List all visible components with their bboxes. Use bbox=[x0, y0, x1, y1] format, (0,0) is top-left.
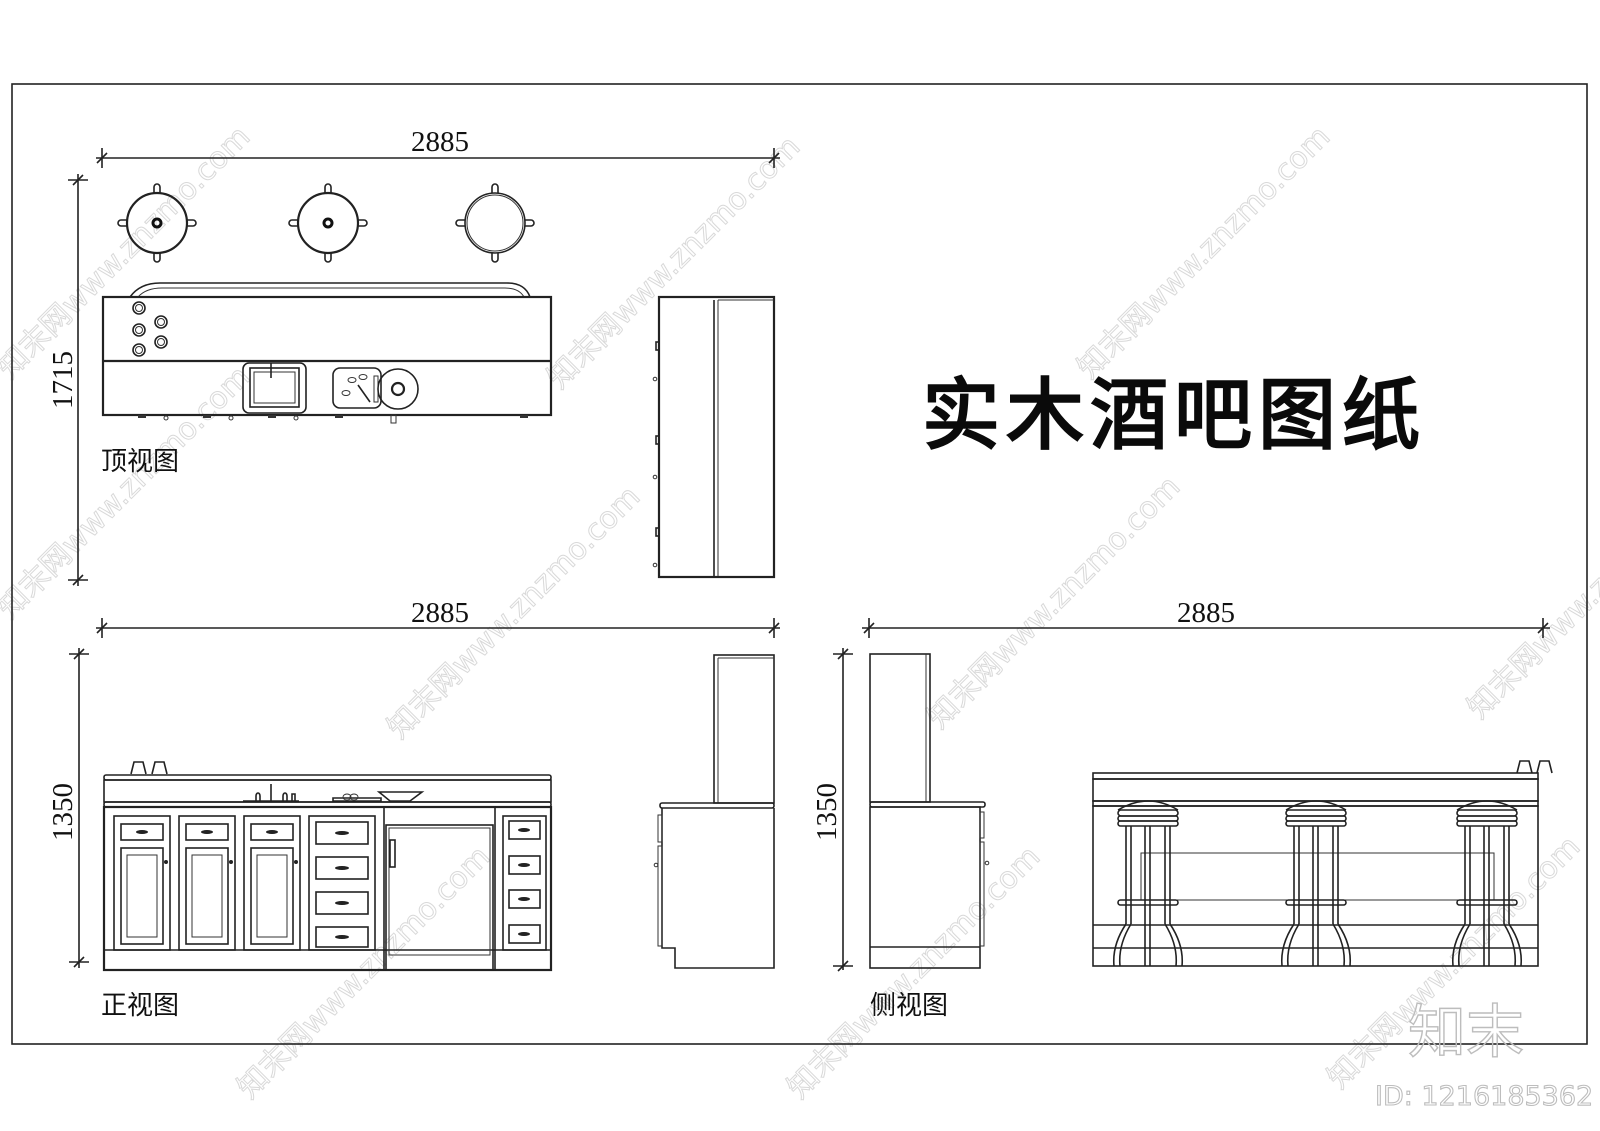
stool-side-3 bbox=[1451, 800, 1523, 967]
feet bbox=[138, 415, 528, 421]
svg-text:知末网www.znzmo.com: 知末网www.znzmo.com bbox=[541, 129, 807, 395]
front-width-dimension: 2885 bbox=[96, 597, 780, 638]
svg-text:知末网www.znzmo.com: 知末网www.znzmo.com bbox=[921, 469, 1187, 735]
side-view: 2885 1350 bbox=[811, 597, 1553, 1021]
svg-text:知末网www.znzmo.com: 知末网www.znzmo.com bbox=[0, 359, 257, 625]
svg-text:知末网www.znzmo.com: 知末网www.znzmo.com bbox=[1071, 119, 1337, 385]
svg-text:1350: 1350 bbox=[47, 783, 79, 841]
watermark-pattern: 知末网www.znzmo.com 知末网www.znzmo.com 知末网www… bbox=[0, 119, 1600, 1106]
watermark-id: ID: 1216185362 bbox=[1375, 1081, 1593, 1112]
svg-text:侧视图: 侧视图 bbox=[870, 991, 948, 1021]
stool-top-1 bbox=[117, 183, 197, 263]
top-width-dimension: 2885 bbox=[96, 126, 780, 168]
stool-top-2 bbox=[288, 183, 368, 263]
svg-text:2885: 2885 bbox=[1177, 597, 1235, 629]
stool-top-3 bbox=[455, 183, 535, 263]
svg-text:2885: 2885 bbox=[411, 126, 469, 158]
front-side-elevation bbox=[653, 654, 775, 969]
side-height-dimension: 1350 bbox=[811, 648, 853, 972]
counter-top bbox=[101, 295, 553, 417]
stool-side-2 bbox=[1280, 800, 1352, 967]
top-view: 2885 1715 bbox=[47, 126, 780, 586]
drawing-frame bbox=[11, 83, 1588, 1045]
svg-text:顶视图: 顶视图 bbox=[101, 447, 179, 477]
top-depth-dimension: 1715 bbox=[47, 174, 88, 586]
svg-text:知末网www.znzmo.com: 知末网www.znzmo.com bbox=[0, 119, 257, 385]
foot-rail bbox=[129, 282, 531, 298]
top-side-elevation bbox=[652, 295, 776, 579]
cutting-board-top bbox=[332, 367, 419, 424]
side-width-dimension: 2885 bbox=[862, 597, 1550, 638]
svg-text:知末网www.znzmo.com: 知末网www.znzmo.com bbox=[781, 839, 1047, 1105]
drawing-title: 实木酒吧图纸 bbox=[922, 370, 1426, 461]
cabinet-doors bbox=[113, 806, 547, 971]
cups bbox=[132, 301, 168, 357]
stool-side-1 bbox=[1112, 800, 1184, 967]
svg-text:正视图: 正视图 bbox=[101, 991, 179, 1021]
front-height-dimension: 1350 bbox=[47, 648, 89, 968]
front-view: 2885 1350 bbox=[47, 597, 780, 1021]
svg-text:2885: 2885 bbox=[411, 597, 469, 629]
sink-top bbox=[242, 362, 307, 414]
svg-text:1715: 1715 bbox=[47, 351, 79, 409]
watermark-logo: 知末 bbox=[1408, 998, 1524, 1066]
svg-text:1350: 1350 bbox=[811, 783, 843, 841]
svg-text:知末网www.znzmo.com: 知末网www.znzmo.com bbox=[1461, 459, 1600, 725]
